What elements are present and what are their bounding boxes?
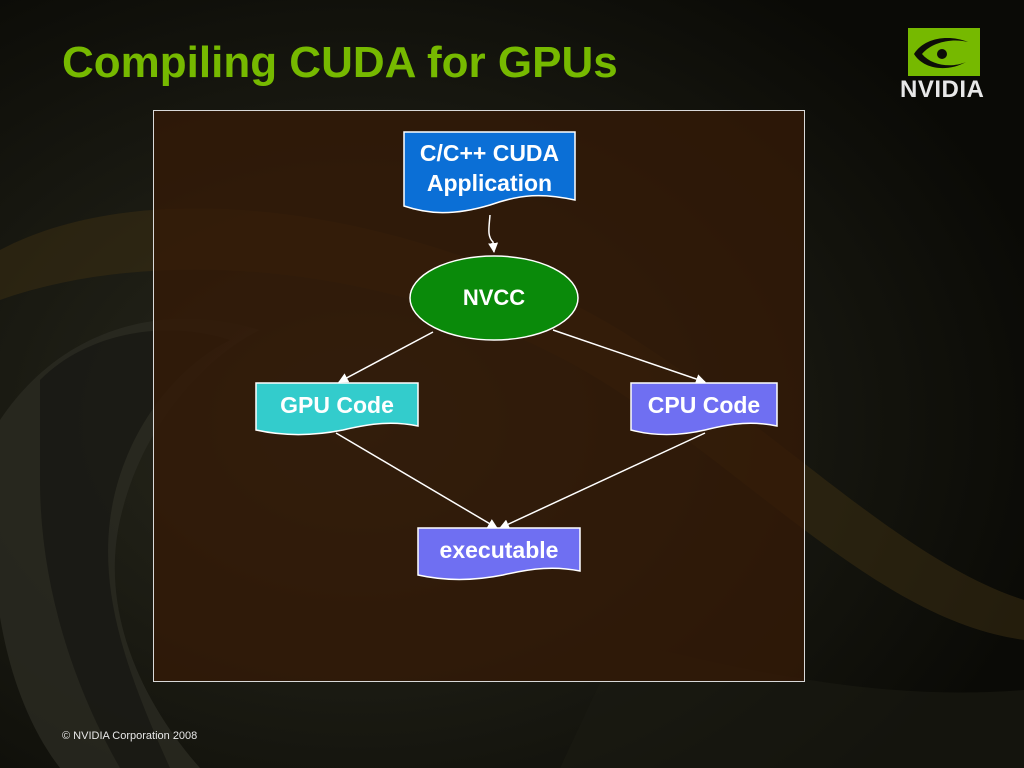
node-application-label-line1: C/C++ CUDA [419, 140, 560, 166]
node-gpu-code-shape [255, 382, 419, 436]
node-gpu-code-label: GPU Code [280, 392, 394, 418]
copyright-footer: © NVIDIA Corporation 2008 [62, 730, 198, 742]
node-executable-shape [417, 527, 581, 581]
node-executable-label: executable [439, 537, 559, 563]
edge-nvcc-to-cpu-code [552, 329, 706, 384]
edge-nvcc-to-gpu-code [338, 331, 434, 383]
nvidia-wordmark: NVIDIA [900, 76, 985, 103]
node-application-label-line2: Application [426, 170, 553, 196]
node-cpu-code-label: CPU Code [647, 392, 761, 418]
edge-application-to-nvcc [488, 214, 499, 253]
nvidia-eye-icon [908, 28, 980, 76]
node-application-shape [403, 131, 576, 214]
node-nvcc-shape [409, 255, 579, 341]
edge-gpu-code-to-executable [335, 432, 498, 529]
node-cpu-code-shape [630, 382, 778, 436]
node-nvcc-label: NVCC [462, 285, 526, 310]
edge-cpu-code-to-executable [499, 432, 706, 529]
nvidia-logo: NVIDIA [900, 28, 1004, 108]
slide-title: Compiling CUDA for GPUs [62, 38, 618, 87]
compile-flow-diagram [255, 131, 778, 581]
